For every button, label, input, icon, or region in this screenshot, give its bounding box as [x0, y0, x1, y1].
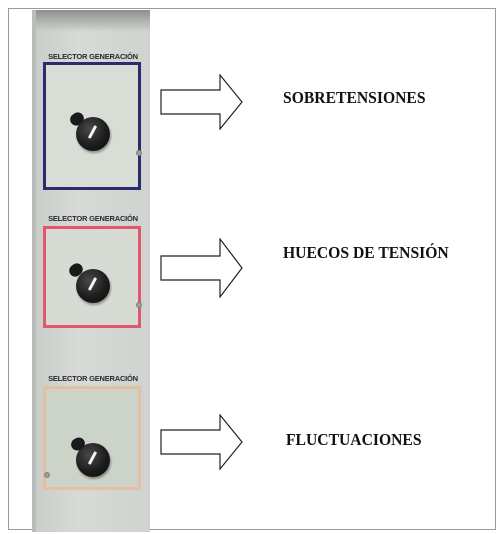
- panel-screw: [136, 302, 142, 308]
- caption-fluctuaciones: FLUCTUACIONES: [286, 430, 422, 449]
- knob-pointer: [87, 277, 98, 291]
- knob-wing: [66, 260, 86, 280]
- knob-pointer: [87, 451, 98, 465]
- control-panel-photo: SELECTOR GENERACIÓN SELECTOR GENERACIÓN …: [32, 10, 150, 532]
- selector-plate-huecos: SELECTOR GENERACIÓN: [41, 208, 145, 338]
- selector-plate-fluctuaciones: SELECTOR GENERACIÓN: [41, 370, 145, 490]
- knob-wing: [67, 110, 87, 128]
- selector-frame-blue: [43, 62, 141, 190]
- selector-frame-pink: [43, 226, 141, 328]
- knob-pointer: [87, 125, 98, 139]
- selector-plate-label: SELECTOR GENERACIÓN: [48, 52, 138, 61]
- right-arrow-outline-icon: [160, 414, 243, 470]
- panel-screw: [44, 472, 50, 478]
- panel-left-edge: [32, 10, 36, 532]
- selector-plate-label: SELECTOR GENERACIÓN: [48, 214, 138, 223]
- panel-screw: [136, 150, 142, 156]
- rotary-selector-knob-icon[interactable]: [66, 260, 110, 303]
- rotary-selector-knob-icon[interactable]: [67, 110, 110, 151]
- right-arrow-outline-icon: [160, 74, 243, 130]
- right-arrow-outline-icon: [160, 238, 243, 298]
- knob-wing: [68, 435, 88, 453]
- rotary-selector-knob-icon[interactable]: [68, 435, 110, 477]
- panel-top-edge: [32, 10, 150, 32]
- selector-frame-peach: [43, 386, 141, 490]
- caption-huecos-de-tension: HUECOS DE TENSIÓN: [283, 243, 449, 262]
- selector-plate-label: SELECTOR GENERACIÓN: [48, 374, 138, 383]
- selector-plate-sobretensiones: SELECTOR GENERACIÓN: [41, 32, 145, 192]
- caption-sobretensiones: SOBRETENSIONES: [283, 88, 426, 107]
